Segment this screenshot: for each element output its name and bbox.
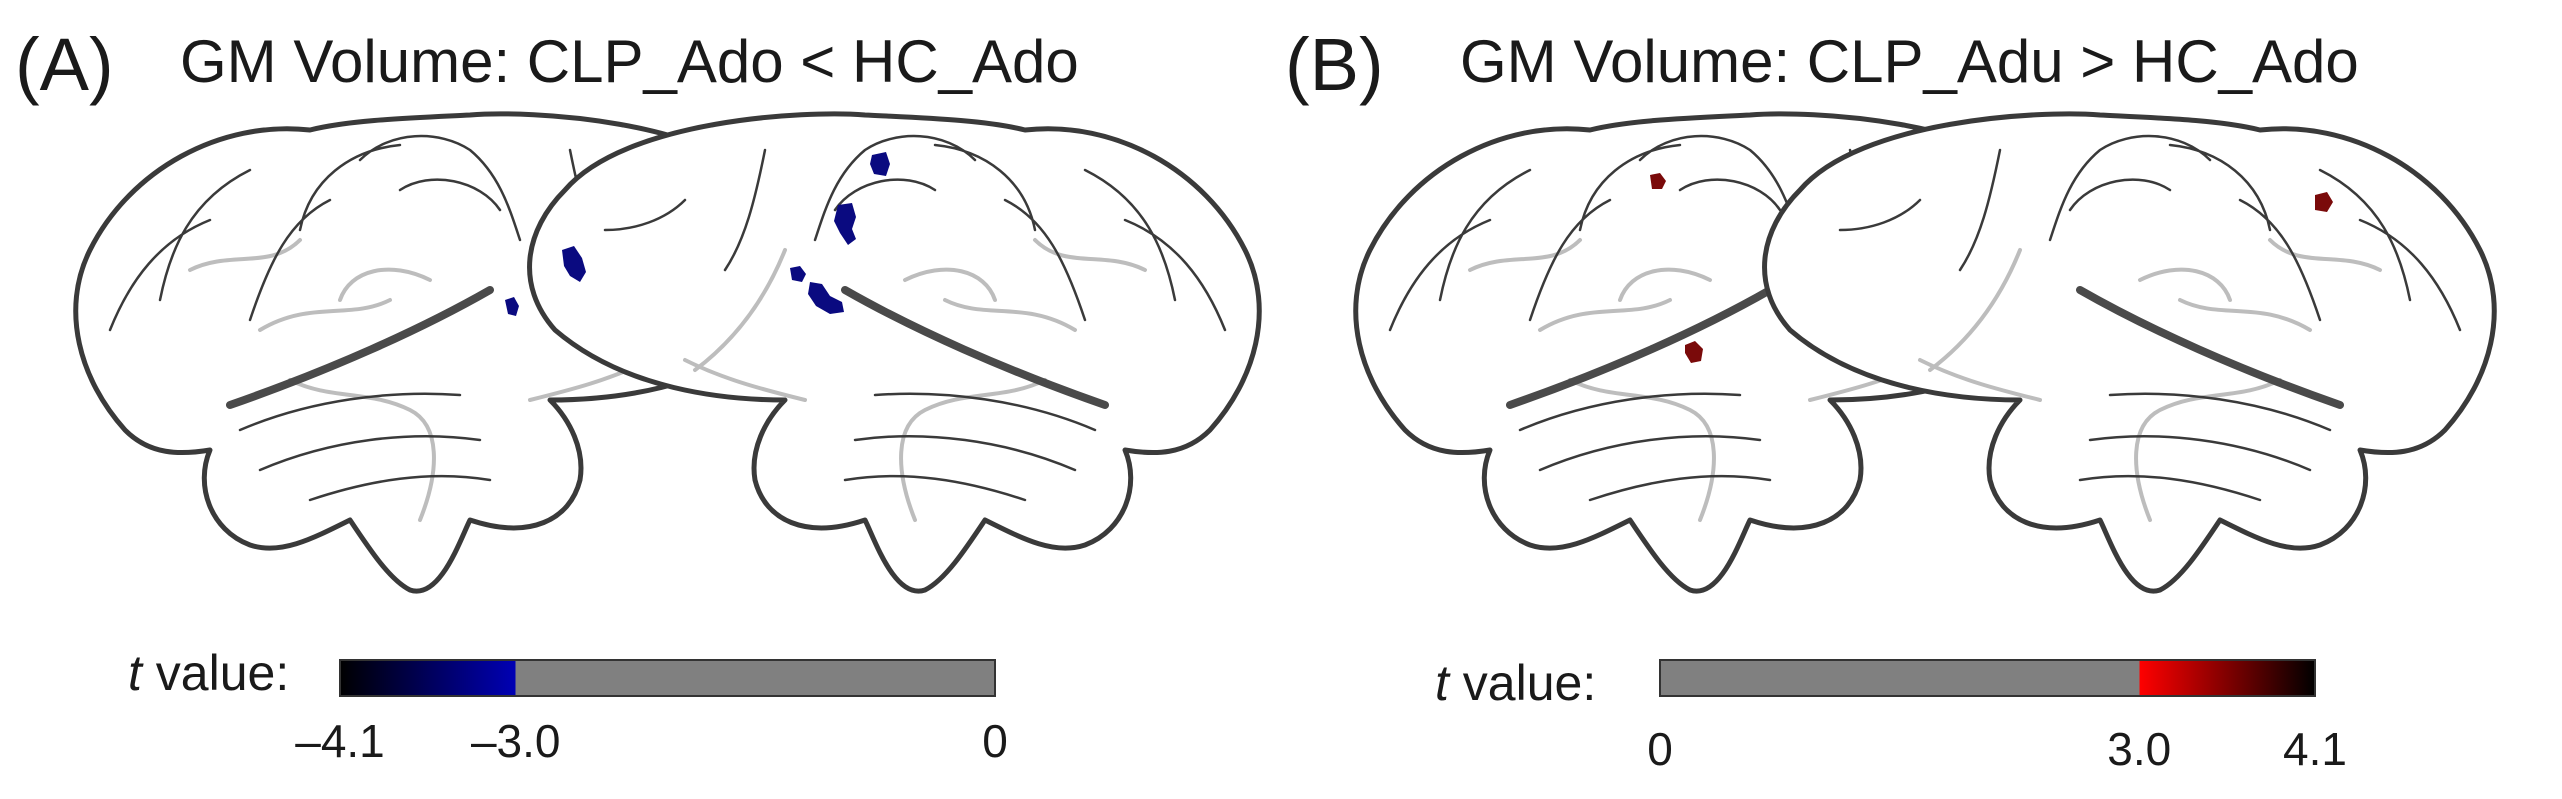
panel-a-title: GM Volume: CLP_Ado < HC_Ado [180, 28, 1079, 95]
panel-b-title: GM Volume: CLP_Adu > HC_Ado [1460, 28, 2359, 95]
panel-b: (B) GM Volume: CLP_Adu > HC_Ado t value:… [1285, 23, 2494, 775]
blob [834, 203, 856, 245]
blob [1650, 173, 1666, 189]
panel-a-blobs [505, 152, 890, 316]
blob [870, 152, 890, 176]
panel-b-colorbar: t value: 0 3.0 4.1 [1435, 655, 2347, 775]
panel-a-colorbar-label: t value: [128, 645, 289, 701]
panel-b-letter: (B) [1285, 23, 1384, 106]
panel-b-brain-right [1765, 114, 2495, 591]
panel-a-letter: (A) [15, 23, 114, 106]
tick-label: 3.0 [2107, 723, 2171, 775]
panel-a-brain-right [530, 114, 1260, 591]
tick-label: –3.0 [471, 715, 561, 767]
tick-label: 4.1 [2283, 723, 2347, 775]
panel-a: (A) GM Volume: CLP_Ado < HC_Ado t value:… [15, 23, 1259, 767]
blob [1685, 341, 1703, 363]
tick-label: 0 [982, 715, 1008, 767]
panel-b-colorbar-label: t value: [1435, 655, 1596, 711]
blob [505, 297, 519, 316]
panel-a-colorbar-bar [339, 659, 996, 697]
panel-b-colorbar-bar [1659, 659, 2316, 697]
tick-label: 0 [1647, 723, 1673, 775]
blob [790, 266, 806, 282]
blob [808, 282, 844, 314]
tick-label: –4.1 [295, 715, 385, 767]
panel-b-blobs [1650, 173, 2333, 363]
panel-a-colorbar: t value: –4.1 –3.0 0 [128, 645, 1008, 767]
blob [562, 246, 586, 282]
blob [2315, 192, 2333, 212]
